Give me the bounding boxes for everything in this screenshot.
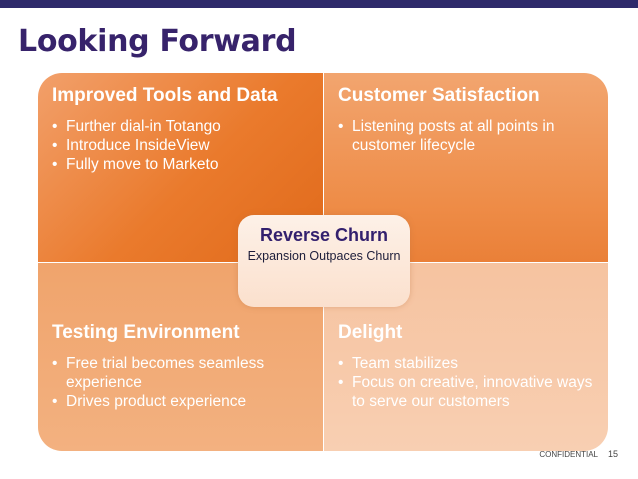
bullet-item: Listening posts at all points in custome…: [338, 117, 594, 155]
bullet-list: Free trial becomes seamless experience D…: [52, 354, 309, 411]
quadrant-customer-satisfaction: Customer Satisfaction Listening posts at…: [324, 73, 608, 262]
bullet-item: Fully move to Marketo: [52, 155, 309, 174]
slide-title: Looking Forward: [18, 24, 297, 59]
top-bar: [0, 0, 638, 8]
bullet-list: Listening posts at all points in custome…: [338, 117, 594, 155]
center-title: Reverse Churn: [259, 225, 389, 245]
bullet-item: Drives product experience: [52, 392, 309, 411]
quadrant-heading: Testing Environment: [52, 322, 240, 343]
quadrant-matrix: Improved Tools and Data Further dial-in …: [38, 73, 608, 451]
center-subtitle: Expansion Outpaces Churn: [247, 249, 401, 263]
quadrant-heading: Delight: [338, 322, 403, 343]
page-number: 15: [607, 449, 618, 459]
bullet-list: Team stabilizes Focus on creative, innov…: [338, 354, 594, 411]
bullet-item: Team stabilizes: [338, 354, 594, 373]
quadrant-improved-tools: Improved Tools and Data Further dial-in …: [38, 73, 323, 262]
bullet-list: Further dial-in Totango Introduce Inside…: [52, 117, 309, 174]
bullet-item: Free trial becomes seamless experience: [52, 354, 309, 392]
quadrant-heading: Improved Tools and Data: [52, 85, 278, 106]
slide-footer: CONFIDENTIAL 15: [539, 449, 618, 459]
confidential-label: CONFIDENTIAL: [539, 450, 598, 459]
quadrant-heading: Customer Satisfaction: [338, 85, 540, 106]
center-callout: Reverse Churn Expansion Outpaces Churn: [238, 215, 410, 307]
bullet-item: Further dial-in Totango: [52, 117, 309, 136]
bullet-item: Introduce InsideView: [52, 136, 309, 155]
bullet-item: Focus on creative, innovative ways to se…: [338, 373, 594, 411]
